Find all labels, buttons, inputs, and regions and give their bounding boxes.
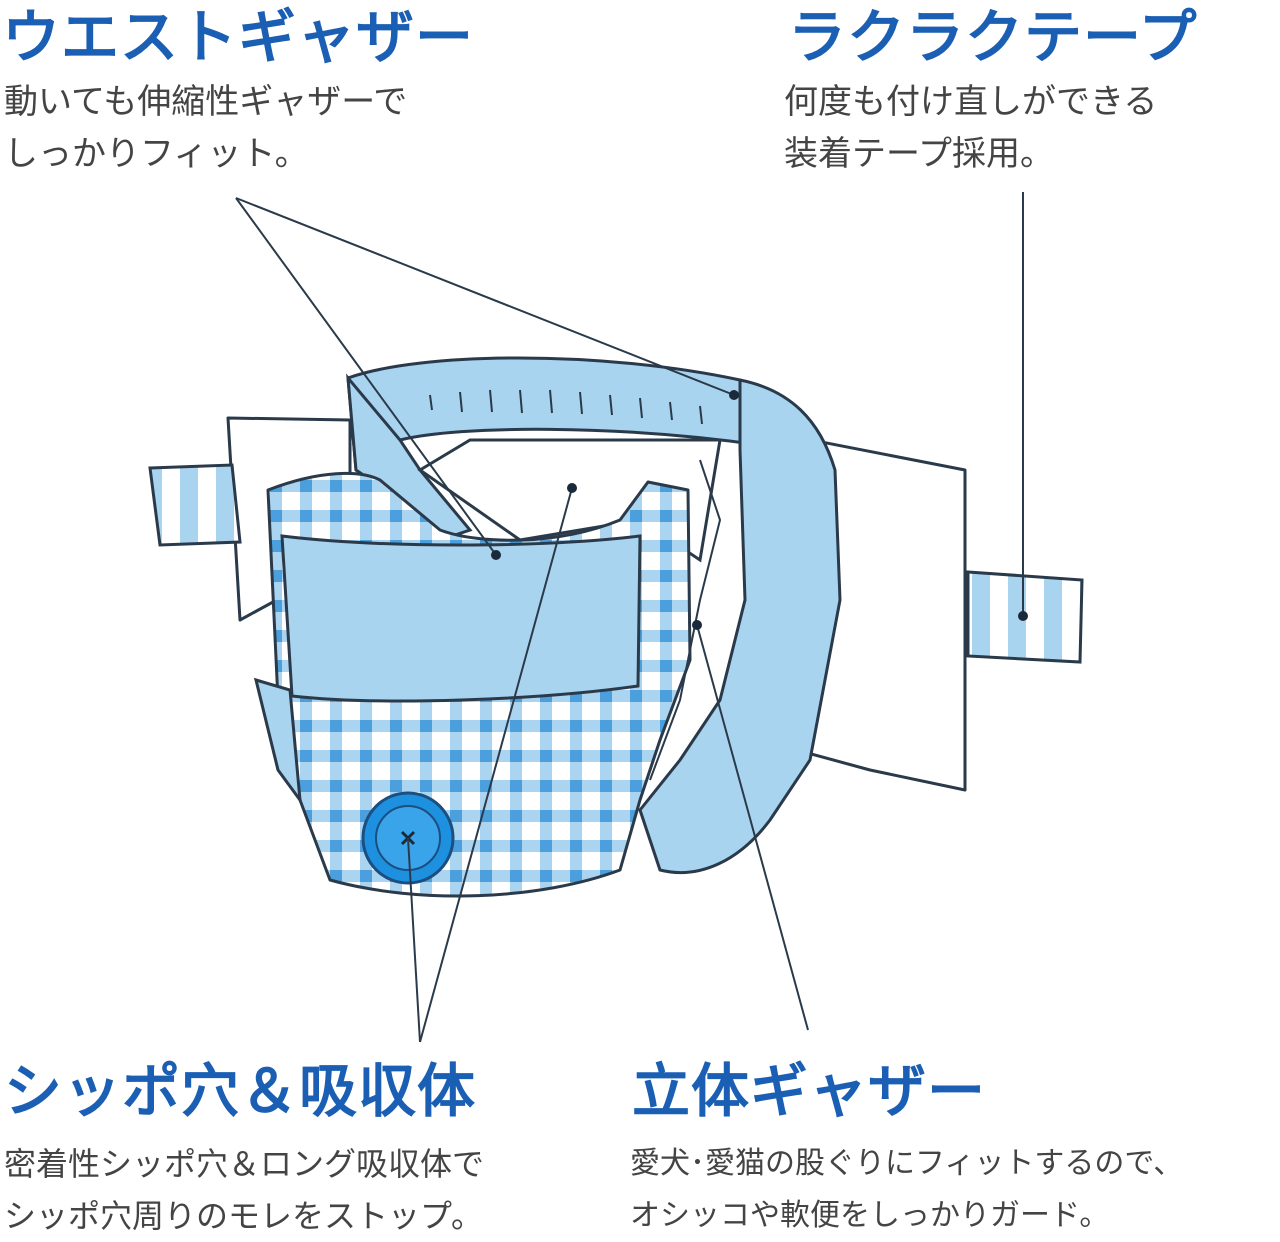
easy-tape-desc-line: 何度も付け直しができる <box>784 82 1158 122</box>
waist-gather-title: ウエストギャザー <box>2 3 475 71</box>
easy-tape-title: ラクラクテープ <box>788 3 1198 71</box>
left-tape <box>148 463 242 547</box>
3d-gather-title: 立体ギャザー <box>632 1057 987 1125</box>
tail-hole-title: シッポ穴＆吸収体 <box>4 1057 477 1125</box>
tail-hole-desc-line: 密着性シッポ穴＆ロング吸収体で <box>4 1145 485 1183</box>
waist-gather-desc-line: しっかりフィット。 <box>4 134 309 174</box>
tail-hole-desc: 密着性シッポ穴＆ロング吸収体で シッポ穴周りのモレをストップ。 <box>4 1138 484 1242</box>
3d-gather-band <box>638 378 842 875</box>
leader-lines <box>235 192 1024 1043</box>
3d-gather-desc: 愛犬･愛猫の股ぐりにフィットするので、 オシッコや軟便をしっかりガード。 <box>630 1138 1183 1242</box>
tail-hole-desc-line: シッポ穴周りのモレをストップ。 <box>4 1197 484 1235</box>
easy-tape-desc-line: 装着テープ採用。 <box>784 134 1054 174</box>
waist-gather-desc-line: 動いても伸縮性ギャザーで <box>4 82 408 122</box>
3d-gather-desc-line: 愛犬･愛猫の股ぐりにフィットするので、 <box>630 1146 1184 1181</box>
waist-gather-band <box>346 356 762 472</box>
front-panel <box>280 534 642 703</box>
left-frill <box>253 677 302 806</box>
leader-dots <box>491 390 1028 630</box>
waist-gather-desc: 動いても伸縮性ギャザーで しっかりフィット。 <box>4 76 407 180</box>
easy-tape-desc: 何度も付け直しができる 装着テープ採用。 <box>784 76 1157 180</box>
3d-gather-desc-line: オシッコや軟便をしっかりガード。 <box>630 1198 1110 1233</box>
